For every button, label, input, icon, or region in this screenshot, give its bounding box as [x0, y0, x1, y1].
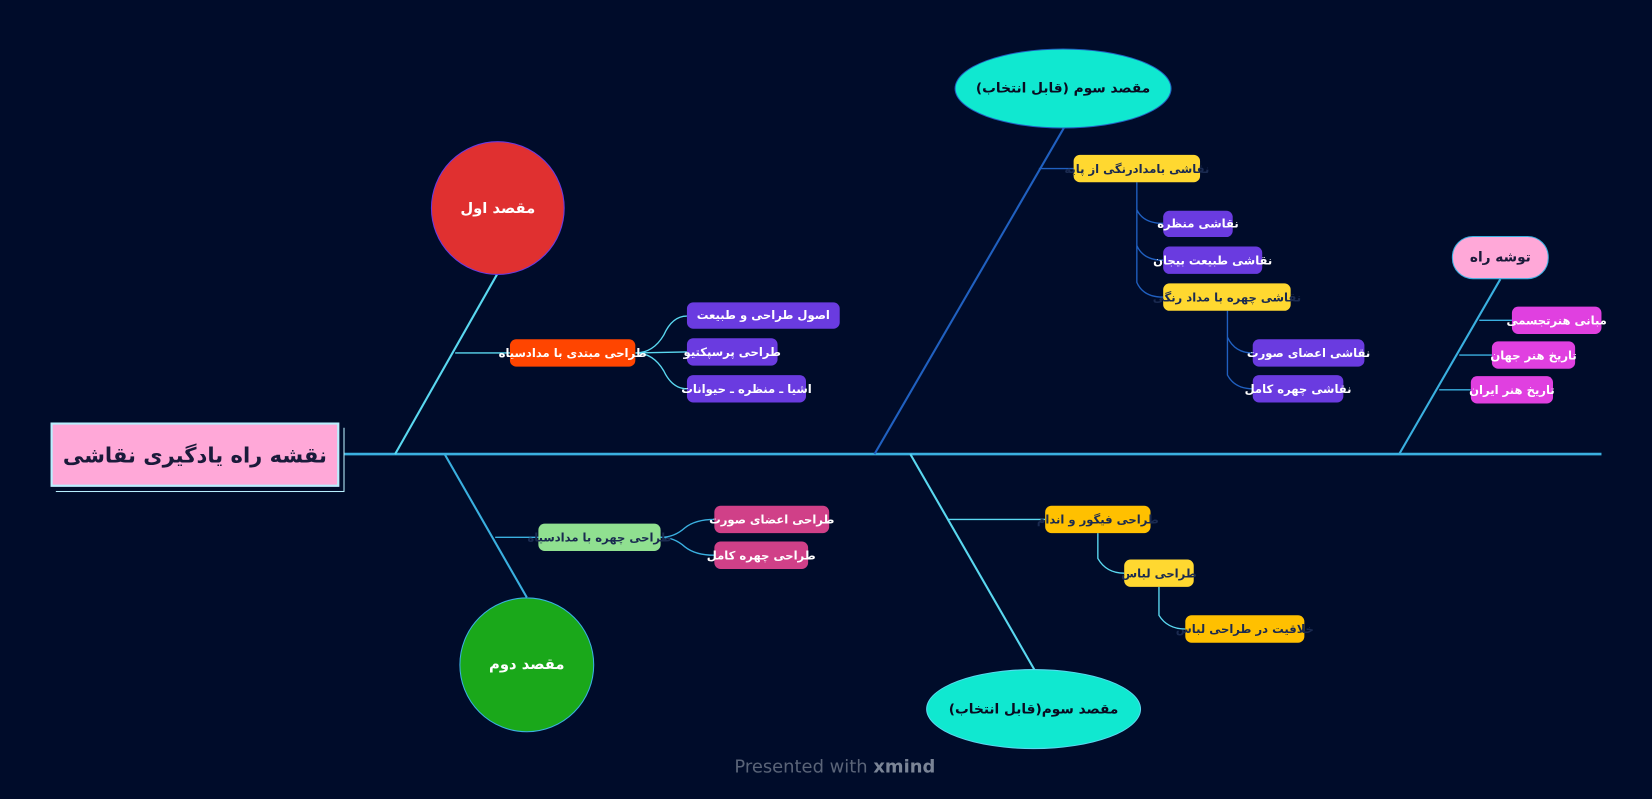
provisions-child[interactable]: مبانی هنرتجسمی: [1507, 306, 1607, 334]
goal3a-child[interactable]: نقاشی طبیعت بیجان: [1153, 246, 1272, 274]
xmind-watermark[interactable]: Presented with xmind: [734, 756, 935, 777]
goal3b-node[interactable]: مقصد سوم(قابل انتخاب): [926, 669, 1142, 750]
goal2-child[interactable]: طراحی اعضای صورت: [709, 505, 834, 534]
goal1-node[interactable]: مقصد اول: [430, 141, 565, 275]
provisions-node[interactable]: توشه راه: [1451, 236, 1549, 280]
provisions-child[interactable]: تاریخ هنر ایران: [1469, 376, 1555, 404]
goal3b-child[interactable]: طراحی لباس: [1121, 559, 1197, 587]
goal1-child[interactable]: اصول طراحی و طبیعت: [686, 302, 840, 329]
goal2-branch[interactable]: طراحی چهره با مدادسیاه: [527, 523, 672, 552]
goal1-branch[interactable]: طراحی مبتدی با مدادسیاه: [499, 339, 647, 367]
goal3a-branch[interactable]: نقاشی بامدادرنگی از پایه: [1064, 154, 1209, 183]
provisions-child[interactable]: تاریخ هنر جهان: [1490, 341, 1577, 369]
goal3a-subchild[interactable]: نقاشی چهره کامل: [1245, 375, 1351, 403]
goal3b-branch[interactable]: طراحی فیگور و اندام: [1037, 505, 1159, 534]
goal3a-child[interactable]: نقاشی چهره با مداد رنگی: [1153, 283, 1301, 311]
goal3a-child[interactable]: نقاشی منظره: [1157, 210, 1239, 238]
goal3a-node[interactable]: مقصد سوم (قابل انتخاب): [954, 48, 1172, 129]
central-topic[interactable]: نقشه راه یادگیری نقاشی: [50, 422, 340, 487]
goal2-node[interactable]: مقصد دوم: [459, 597, 595, 733]
goal3b-grandchild[interactable]: خلاقیت در طراحی لباس: [1176, 615, 1314, 643]
goal2-child[interactable]: طراحی چهره کامل: [707, 541, 816, 569]
goal3a-subchild[interactable]: نقاشی اعضای صورت: [1247, 339, 1370, 367]
goal1-child[interactable]: اشیا ـ منظره ـ حیوانات: [681, 375, 812, 403]
watermark-prefix: Presented with: [734, 756, 874, 778]
watermark-brand: xmind: [873, 756, 936, 778]
goal1-child[interactable]: طراحی پرسپکتیو: [684, 338, 781, 366]
